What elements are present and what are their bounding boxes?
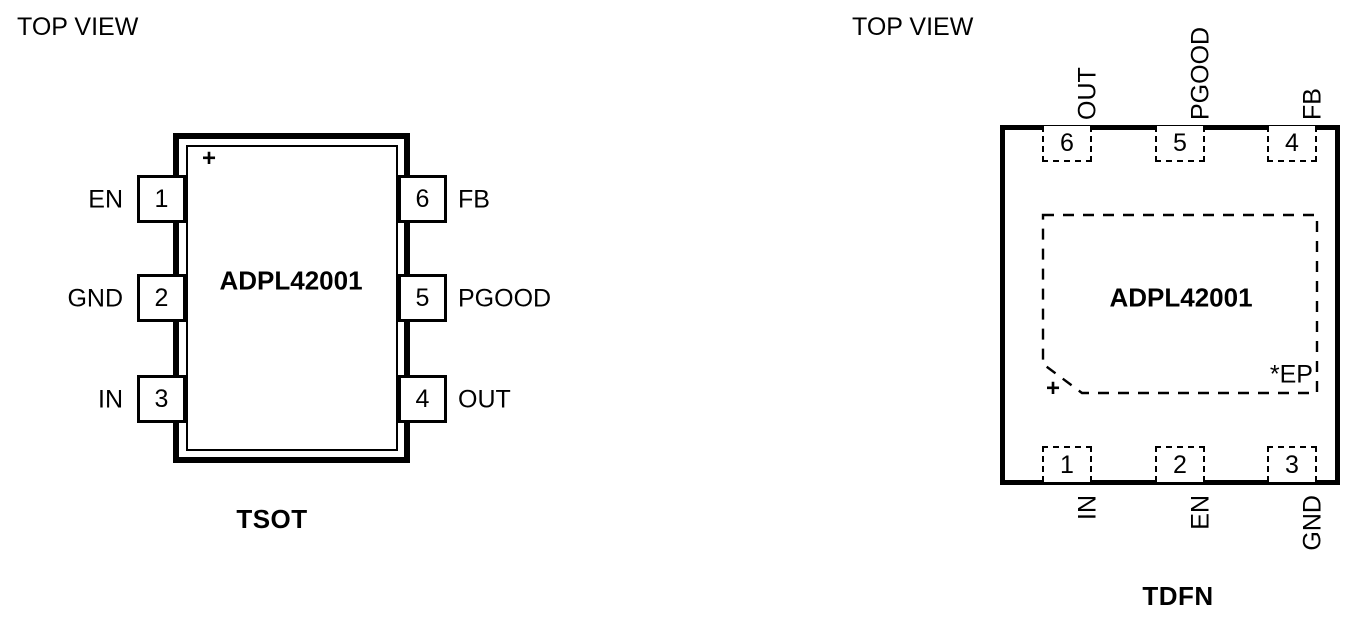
- tsot-pin-6-box: 6: [398, 175, 447, 223]
- tsot-pin-6-label: FB: [458, 185, 490, 214]
- tsot-pin-5-label: PGOOD: [458, 284, 552, 313]
- tsot-package-inner-outline: [186, 145, 398, 451]
- tsot-orientation-marker: +: [201, 145, 217, 172]
- tsot-pin-2-box: 2: [137, 274, 186, 322]
- tsot-package-caption: TSOT: [236, 504, 308, 534]
- tsot-top-view-label: TOP VIEW: [17, 13, 139, 41]
- tdfn-pin-1-box: 1: [1042, 446, 1092, 482]
- tsot-pin-3-box: 3: [137, 375, 186, 423]
- tsot-pin-1-label: EN: [88, 185, 123, 214]
- tsot-pin-4-box: 4: [398, 375, 447, 423]
- tdfn-top-view-label: TOP VIEW: [852, 13, 974, 41]
- tsot-pin-5-box: 5: [398, 274, 447, 322]
- tsot-pin-1-box: 1: [137, 175, 186, 223]
- tdfn-pin-2-box: 2: [1155, 446, 1205, 482]
- tdfn-pin-5-box: 5: [1155, 126, 1205, 162]
- tdfn-package-outline: [1000, 125, 1340, 485]
- tsot-chip-name: ADPL42001: [219, 265, 363, 296]
- tdfn-chip-name: ADPL42001: [1109, 282, 1253, 313]
- tsot-pin-2-label: GND: [67, 284, 123, 313]
- tsot-pin-4-label: OUT: [458, 385, 511, 414]
- tsot-pin-3-label: IN: [98, 385, 123, 414]
- tdfn-pin-4-box: 4: [1267, 126, 1317, 162]
- tdfn-pin-3-box: 3: [1267, 446, 1317, 482]
- tdfn-exposed-pad: [1041, 213, 1319, 395]
- tdfn-pin-6-box: 6: [1042, 126, 1092, 162]
- tdfn-package-caption: TDFN: [1142, 581, 1214, 611]
- tdfn-orientation-marker: +: [1045, 375, 1061, 402]
- tdfn-exposed-pad-label: *EP: [1269, 360, 1313, 389]
